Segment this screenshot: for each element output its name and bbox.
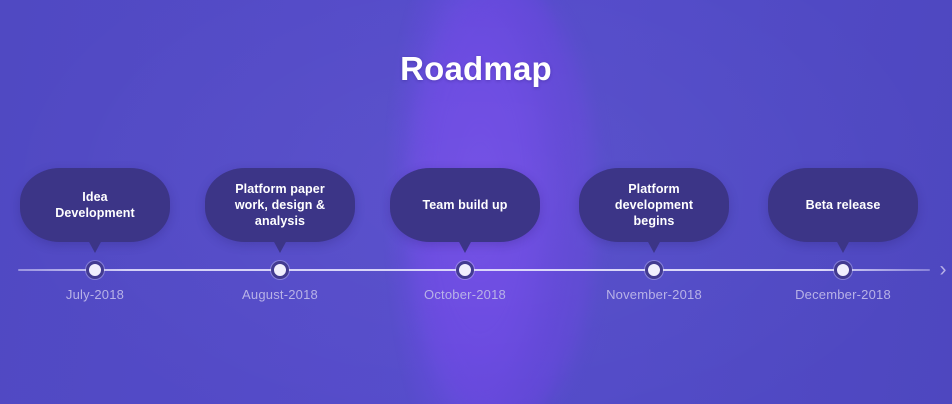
milestone-card-tail <box>836 240 850 253</box>
milestone-item[interactable]: Idea Development July-2018 <box>20 168 170 302</box>
milestone-item[interactable]: Platform paper work, design & analysis A… <box>205 168 355 302</box>
chevron-right-icon[interactable]: › <box>939 258 947 281</box>
milestone-card-tail <box>88 240 102 253</box>
milestone-marker-dot[interactable] <box>834 261 852 279</box>
milestone-date: November-2018 <box>606 287 702 302</box>
milestone-date: October-2018 <box>424 287 506 302</box>
milestone-card[interactable]: Platform development begins <box>579 168 729 253</box>
milestone-label: Platform development begins <box>614 182 694 228</box>
milestone-label: Platform paper work, design & analysis <box>234 182 326 228</box>
milestone-date: December-2018 <box>795 287 891 302</box>
milestone-card[interactable]: Team build up <box>390 168 540 253</box>
milestone-card-tail <box>273 240 287 253</box>
milestone-marker-dot[interactable] <box>86 261 104 279</box>
milestone-item[interactable]: Beta release December-2018 <box>768 168 918 302</box>
milestone-label: Beta release <box>805 198 881 212</box>
page-title: Roadmap <box>400 50 552 87</box>
milestone-item[interactable]: Team build up October-2018 <box>390 168 540 302</box>
timeline-axis-line <box>18 269 930 271</box>
milestone-marker-dot[interactable] <box>645 261 663 279</box>
milestone-item[interactable]: Platform development begins November-201… <box>579 168 729 302</box>
milestone-label: Team build up <box>422 198 508 212</box>
milestone-card[interactable]: Platform paper work, design & analysis <box>205 168 355 253</box>
milestone-card[interactable]: Idea Development <box>20 168 170 253</box>
milestone-label: Idea Development <box>55 190 135 220</box>
milestone-date: August-2018 <box>242 287 318 302</box>
milestone-marker-dot[interactable] <box>271 261 289 279</box>
milestone-card-tail <box>647 240 661 253</box>
milestone-card-tail <box>458 240 472 253</box>
milestone-marker-dot[interactable] <box>456 261 474 279</box>
milestone-card[interactable]: Beta release <box>768 168 918 253</box>
milestone-date: July-2018 <box>65 287 125 302</box>
